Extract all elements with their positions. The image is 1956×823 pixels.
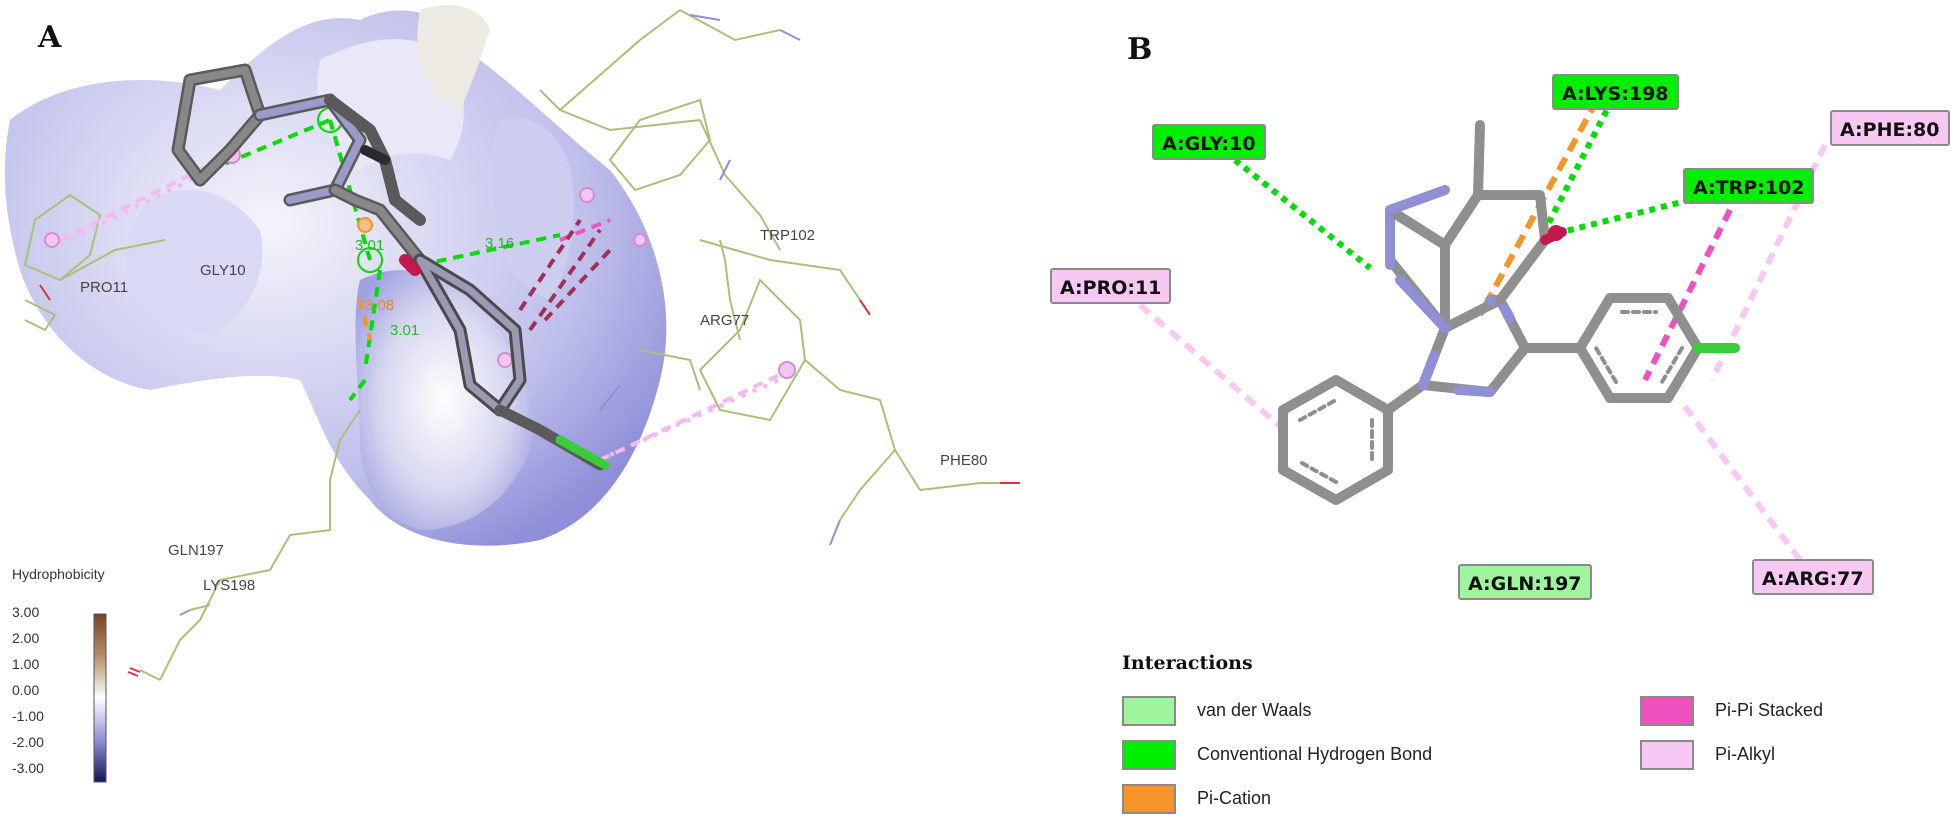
hydrophobicity-tick: 2.00 <box>12 630 40 646</box>
hydrophobicity-tick: 1.00 <box>12 656 40 672</box>
residue-hetero-atoms <box>39 14 1020 677</box>
legend-label-pialkyl: Pi-Alkyl <box>1715 744 1776 764</box>
distance-label: 3.01 <box>355 237 384 254</box>
legend-label-hbond: Conventional Hydrogen Bond <box>1197 744 1433 764</box>
distance-label: 3.01 <box>390 322 419 339</box>
ligand-2d <box>1278 120 1740 505</box>
ligand-a <box>171 63 610 471</box>
residue-label-gln197: A:GLN:197 <box>1458 564 1592 600</box>
hydrophobicity-tick: -3.00 <box>12 760 44 776</box>
residue-label-trp102: A:TRP:102 <box>1683 168 1815 204</box>
residue-label-gln197: GLN197 <box>168 542 224 559</box>
residue-label-phe80: A:PHE:80 <box>1830 110 1950 146</box>
legend-swatch-pication <box>1122 784 1176 814</box>
panel-a: PRO11 GLY10 TRP102 ARG77 PHE80 GLN197 LY… <box>4 5 1020 783</box>
panel-label-a: A <box>38 20 62 55</box>
distance-label: 3.16 <box>485 235 514 252</box>
hydrophobicity-title: Hydrophobicity <box>12 566 105 582</box>
legend-swatch-pipi <box>1640 696 1694 726</box>
legend-label-pication: Pi-Cation <box>1197 788 1272 808</box>
residue-label-pro11: PRO11 <box>80 279 128 296</box>
hydrophobicity-tick: -2.00 <box>12 734 44 750</box>
hydrophobicity-tick: 3.00 <box>12 604 40 620</box>
residue-labels-a: PRO11 GLY10 TRP102 ARG77 PHE80 GLN197 LY… <box>80 227 988 594</box>
distance-label: 3.08 <box>365 297 394 314</box>
residue-label-arg77: A:ARG:77 <box>1752 559 1874 595</box>
legend-swatch-pialkyl <box>1640 740 1694 770</box>
legend-title: Interactions <box>1122 652 1253 674</box>
residue-label-arg77: ARG77 <box>700 312 749 329</box>
residue-label-pro11: A:PRO:11 <box>1050 268 1172 304</box>
panel-label-b: B <box>1127 32 1153 67</box>
distance-labels-a: 3.01 3.16 3.08 3.01 <box>355 235 514 339</box>
hydrophobicity-tick: 0.00 <box>12 682 40 698</box>
legend-swatch-hbond <box>1122 740 1176 770</box>
residue-label-phe80: PHE80 <box>940 452 988 469</box>
legend-label-pipi: Pi-Pi Stacked <box>1715 700 1824 720</box>
residue-label-gly10: GLY10 <box>200 262 246 279</box>
protein-surface <box>4 5 667 546</box>
residue-sticks <box>23 9 1000 681</box>
hydrophobicity-color-bar <box>93 613 107 783</box>
residue-label-trp102: TRP102 <box>760 227 815 244</box>
residue-label-lys198: LYS198 <box>203 577 255 594</box>
residue-label-gly10: A:GLY:10 <box>1152 124 1266 160</box>
legend-swatch-vdw <box>1122 696 1176 726</box>
hydrophobicity-tick: -1.00 <box>12 708 44 724</box>
legend-label-vdw: van der Waals <box>1197 700 1312 720</box>
residue-label-lys198: A:LYS:198 <box>1552 74 1679 110</box>
